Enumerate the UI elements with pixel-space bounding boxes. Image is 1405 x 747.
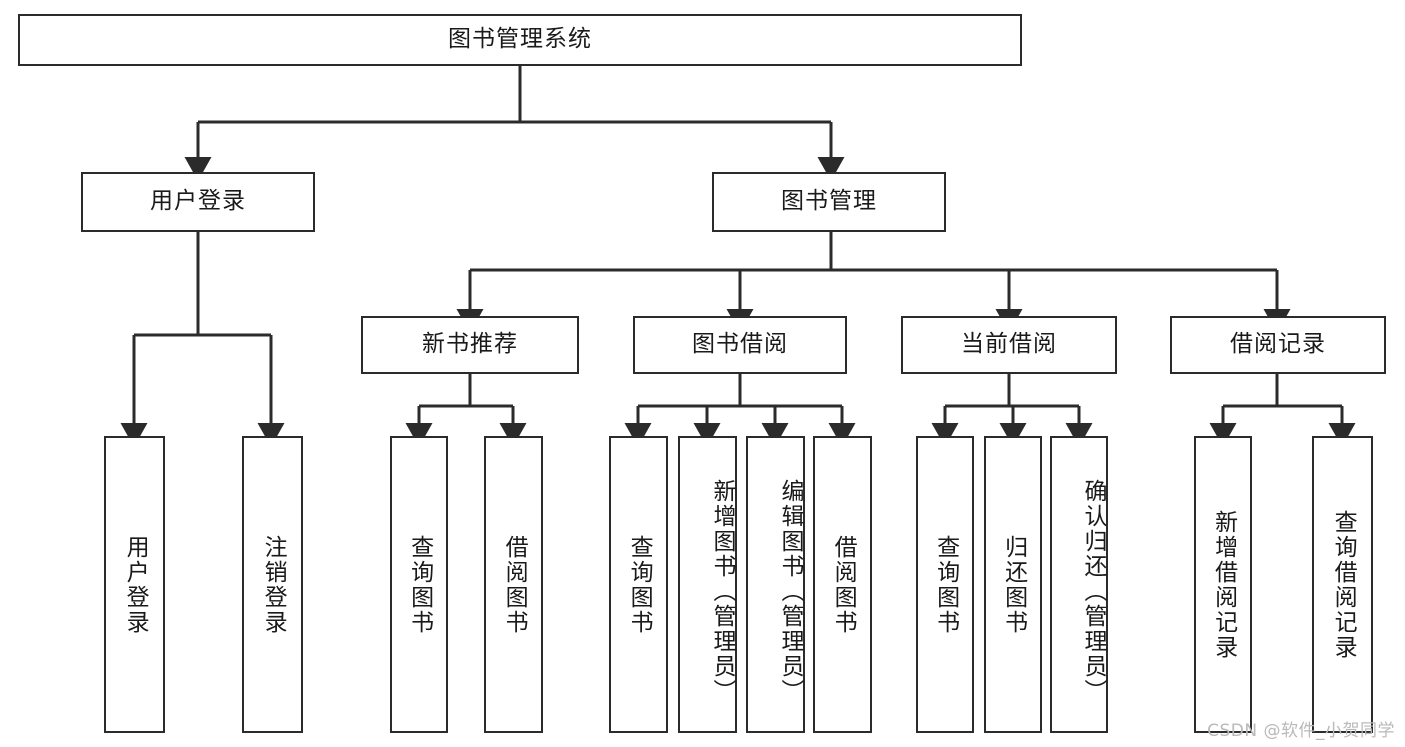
node-new-book-recommend[interactable]: 新书推荐 [361,316,579,374]
node-book-borrow[interactable]: 图书借阅 [633,316,847,374]
node-leaf-borrow-book-recommend[interactable]: 借阅图书 [484,436,543,733]
node-leaf-add-borrow-record-label: 新增借阅记录 [1210,509,1237,660]
node-leaf-borrow-book[interactable]: 借阅图书 [813,436,872,733]
node-leaf-edit-book-admin[interactable]: 编辑图书（管理员） [746,436,805,733]
node-leaf-add-borrow-record[interactable]: 新增借阅记录 [1194,436,1252,733]
node-leaf-borrow-book-recommend-label: 借阅图书 [501,534,528,635]
node-leaf-query-borrow-record-label: 查询借阅记录 [1330,509,1357,660]
node-root-label: 图书管理系统 [448,26,592,53]
node-leaf-query-borrow-record[interactable]: 查询借阅记录 [1312,436,1373,733]
node-leaf-query-book-recommend-label: 查询图书 [406,534,433,635]
node-leaf-confirm-return-admin-label: 确认归还（管理员） [1080,479,1106,704]
node-borrow-records[interactable]: 借阅记录 [1170,316,1386,374]
node-leaf-user-login[interactable]: 用户登录 [104,436,165,733]
node-leaf-query-book-recommend[interactable]: 查询图书 [390,436,448,733]
node-leaf-edit-book-admin-label: 编辑图书（管理员） [777,479,803,704]
node-leaf-return-book-label: 归还图书 [1000,534,1027,635]
node-leaf-query-book-current[interactable]: 查询图书 [916,436,974,733]
node-book-management[interactable]: 图书管理 [712,172,946,232]
node-leaf-borrow-book-label: 借阅图书 [830,534,857,635]
node-leaf-add-book-admin-label: 新增图书（管理员） [709,479,735,704]
node-leaf-query-book-borrow-label: 查询图书 [626,534,653,635]
node-leaf-query-book-borrow[interactable]: 查询图书 [609,436,668,733]
node-leaf-confirm-return-admin[interactable]: 确认归还（管理员） [1050,436,1108,733]
node-leaf-return-book[interactable]: 归还图书 [984,436,1042,733]
node-new-book-recommend-label: 新书推荐 [422,331,518,358]
csdn-watermark: CSDN @软件_小贺同学 [1207,721,1395,741]
node-current-borrow-label: 当前借阅 [961,331,1057,358]
node-user-login[interactable]: 用户登录 [81,172,315,232]
node-book-borrow-label: 图书借阅 [692,331,788,358]
node-leaf-user-login-label: 用户登录 [122,534,149,635]
node-leaf-add-book-admin[interactable]: 新增图书（管理员） [678,436,737,733]
node-leaf-logout-label: 注销登录 [260,534,287,635]
node-root[interactable]: 图书管理系统 [18,14,1022,66]
node-leaf-logout[interactable]: 注销登录 [242,436,303,733]
node-user-login-label: 用户登录 [150,188,246,215]
node-borrow-records-label: 借阅记录 [1230,331,1326,358]
node-book-management-label: 图书管理 [781,188,877,215]
node-current-borrow[interactable]: 当前借阅 [901,316,1117,374]
node-leaf-query-book-current-label: 查询图书 [932,534,959,635]
